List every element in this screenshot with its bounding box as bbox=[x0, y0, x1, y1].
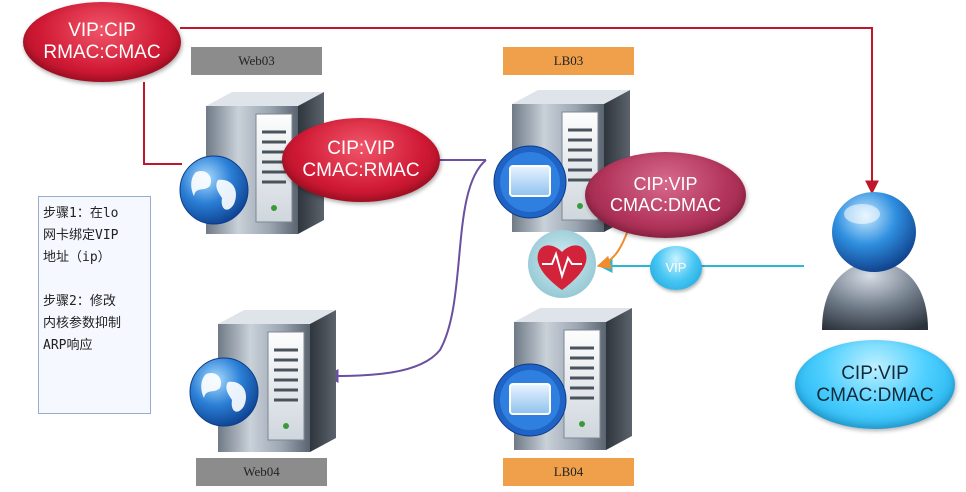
lb04-label: LB04 bbox=[503, 458, 634, 486]
lb03-packet-bubble: CIP:VIP CMAC:DMAC bbox=[585, 152, 746, 238]
lb04-monitor-icon bbox=[493, 363, 567, 437]
red-return-path-to-client bbox=[180, 27, 879, 195]
web03-packet-line1: CIP:VIP bbox=[327, 138, 395, 160]
return-packet-line2: RMAC:CMAC bbox=[43, 42, 161, 63]
lb03-packet-line1: CIP:VIP bbox=[633, 174, 698, 195]
return-packet-line1: VIP:CIP bbox=[68, 20, 136, 42]
red-connector-to-web03 bbox=[143, 82, 182, 165]
client-packet-bubble: CIP:VIP CMAC:DMAC bbox=[795, 340, 955, 429]
step1-line2: 网卡绑定VIP bbox=[43, 228, 119, 243]
vip-label: VIP bbox=[665, 259, 687, 275]
orange-lb03-to-heartbeat-line bbox=[596, 229, 629, 270]
web04-label: Web04 bbox=[196, 458, 327, 486]
web03-packet-bubble: CIP:VIP CMAC:RMAC bbox=[282, 118, 440, 202]
web03-label: Web03 bbox=[191, 47, 322, 75]
step2-line2: 内核参数抑制 bbox=[43, 316, 122, 331]
client-packet-line2: CMAC:DMAC bbox=[816, 384, 934, 406]
web03-globe-icon bbox=[179, 155, 249, 225]
web04-globe-icon bbox=[189, 357, 259, 427]
steps-note-box: 步骤1：在lo 网卡绑定VIP 地址（ip） 步骤2：修改 内核参数抑制 ARP… bbox=[38, 196, 151, 414]
lb03-monitor-icon bbox=[493, 145, 567, 219]
purple-lb-to-web04-curve bbox=[324, 159, 487, 383]
vip-badge: VIP bbox=[650, 246, 702, 290]
lb03-packet-line2: CMAC:DMAC bbox=[610, 195, 721, 215]
client-packet-line1: CIP:VIP bbox=[841, 362, 909, 384]
return-packet-bubble: VIP:CIP RMAC:CMAC bbox=[23, 2, 181, 82]
step2-line3: ARP响应 bbox=[43, 338, 93, 353]
step1-line3: 地址（ip） bbox=[43, 250, 111, 265]
web03-packet-line2: CMAC:RMAC bbox=[302, 160, 420, 181]
lb03-label: LB03 bbox=[503, 47, 634, 75]
client-user-icon bbox=[822, 192, 928, 330]
heartbeat-icon bbox=[528, 230, 596, 298]
step2-line1: 步骤2：修改 bbox=[43, 294, 116, 309]
step1-line1: 步骤1：在lo bbox=[43, 206, 119, 221]
